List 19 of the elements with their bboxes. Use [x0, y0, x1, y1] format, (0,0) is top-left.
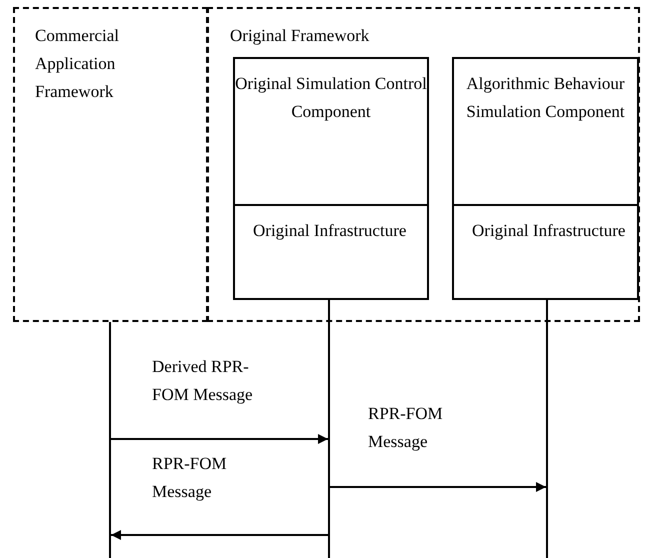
lifeline [328, 340, 330, 558]
lifeline-connector [546, 300, 548, 340]
dashed-frame [207, 7, 640, 322]
component-label: Original Simulation Control Component [235, 73, 427, 123]
message-arrow [111, 434, 328, 444]
lifeline-connector [109, 322, 111, 340]
lifeline [109, 340, 111, 558]
component-box [233, 57, 429, 300]
message-arrow [330, 482, 546, 492]
lifeline-connector [328, 300, 330, 340]
dashed-frame [13, 7, 208, 322]
frame-title: Commercial Application Framework [35, 25, 120, 103]
frame-title: Original Framework [230, 25, 370, 47]
lifeline [546, 340, 548, 558]
component-box [452, 57, 639, 300]
component-label: Original Infrastructure [472, 220, 626, 242]
message-arrow [111, 530, 328, 540]
component-label: Original Infrastructure [253, 220, 408, 242]
component-label: Algorithmic Behaviour Simulation Component [465, 73, 626, 123]
